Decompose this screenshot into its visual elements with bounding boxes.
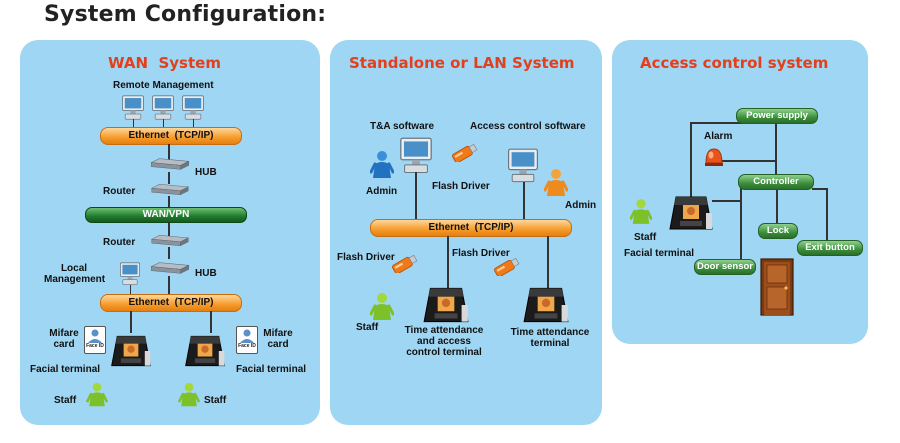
wan-panel-title: WAN System [108,54,221,72]
router-icon [150,234,190,247]
facial-terminal-icon [666,193,716,233]
flash-driver-label-right: Flash Driver [452,248,510,259]
remote-pc-icon [150,95,176,121]
staff-person-icon [86,382,108,408]
admin-person-icon [370,150,394,180]
ta-pc-icon [397,137,435,175]
ta-access-terminal-label: Time attendance and access control termi… [404,325,484,358]
flash-driver-icon [490,258,522,276]
admin-label-left: Admin [366,186,398,197]
ta-terminal-icon [520,284,572,326]
local-pc-icon [118,262,142,286]
ta-terminal-label: Time attendance terminal [510,327,590,349]
mifare-card-label-right: Mifare card [263,328,293,350]
staff-label-access: Staff [634,232,657,243]
remote-management-label: Remote Management [113,80,214,91]
access-pc-icon [505,148,541,184]
page-title: System Configuration: [44,2,327,27]
staff-person-icon [178,382,200,408]
hub-label-top: HUB [195,167,217,178]
access-software-label: Access control software [470,121,586,132]
door-sensor-node: Door sensor [694,259,756,275]
staff-person-icon [630,198,652,226]
remote-pc-icon [120,95,146,121]
flash-driver-label-left: Flash Driver [337,252,395,263]
mifare-card-icon: Face ID [236,326,258,354]
ethernet-bus-top: Ethernet (TCP/IP) [100,127,242,145]
router-icon [150,183,190,196]
controller-node: Controller [738,174,814,190]
power-supply-node: Power supply [736,108,818,124]
admin-label-right: Admin [565,200,597,211]
mifare-card-icon: Face ID [84,326,106,354]
access-panel-title: Access control system [640,54,829,72]
ta-software-label: T&A software [370,121,435,132]
facial-terminal-label-right: Facial terminal [236,364,307,375]
flash-driver-icon [388,255,420,273]
router-label-bottom: Router [103,237,136,248]
exit-button-node: Exit button [797,240,863,256]
staff-person-icon [370,292,394,322]
facial-terminal-icon [108,332,154,370]
facial-terminal-label-access: Facial terminal [624,248,695,259]
flash-driver-label-top: Flash Driver [432,181,490,192]
ethernet-bus-bottom: Ethernet (TCP/IP) [100,294,242,312]
ethernet-bus-lan: Ethernet (TCP/IP) [370,219,572,237]
local-management-label: Local Management [44,263,106,285]
alarm-light-icon [703,145,725,167]
alarm-label: Alarm [704,131,733,142]
ta-access-terminal-icon [420,284,472,326]
remote-pc-icon [180,95,206,121]
lock-node: Lock [758,223,798,239]
staff-label-lan: Staff [356,322,379,333]
facial-terminal-label-left: Facial terminal [30,364,101,375]
hub-label-bottom: HUB [195,268,217,279]
door-icon [760,258,794,316]
hub-icon [150,156,190,172]
staff-label-left: Staff [54,395,77,406]
router-label-top: Router [103,186,136,197]
facial-terminal-icon [182,332,228,370]
staff-label-right: Staff [204,395,227,406]
mifare-card-label-left: Mifare card [49,328,79,350]
hub-icon [150,260,190,276]
admin-person-icon [544,168,568,198]
lan-panel-title: Standalone or LAN System [349,54,575,72]
flash-driver-icon [448,144,480,162]
wan-vpn-bus: WAN/VPN [85,207,247,223]
